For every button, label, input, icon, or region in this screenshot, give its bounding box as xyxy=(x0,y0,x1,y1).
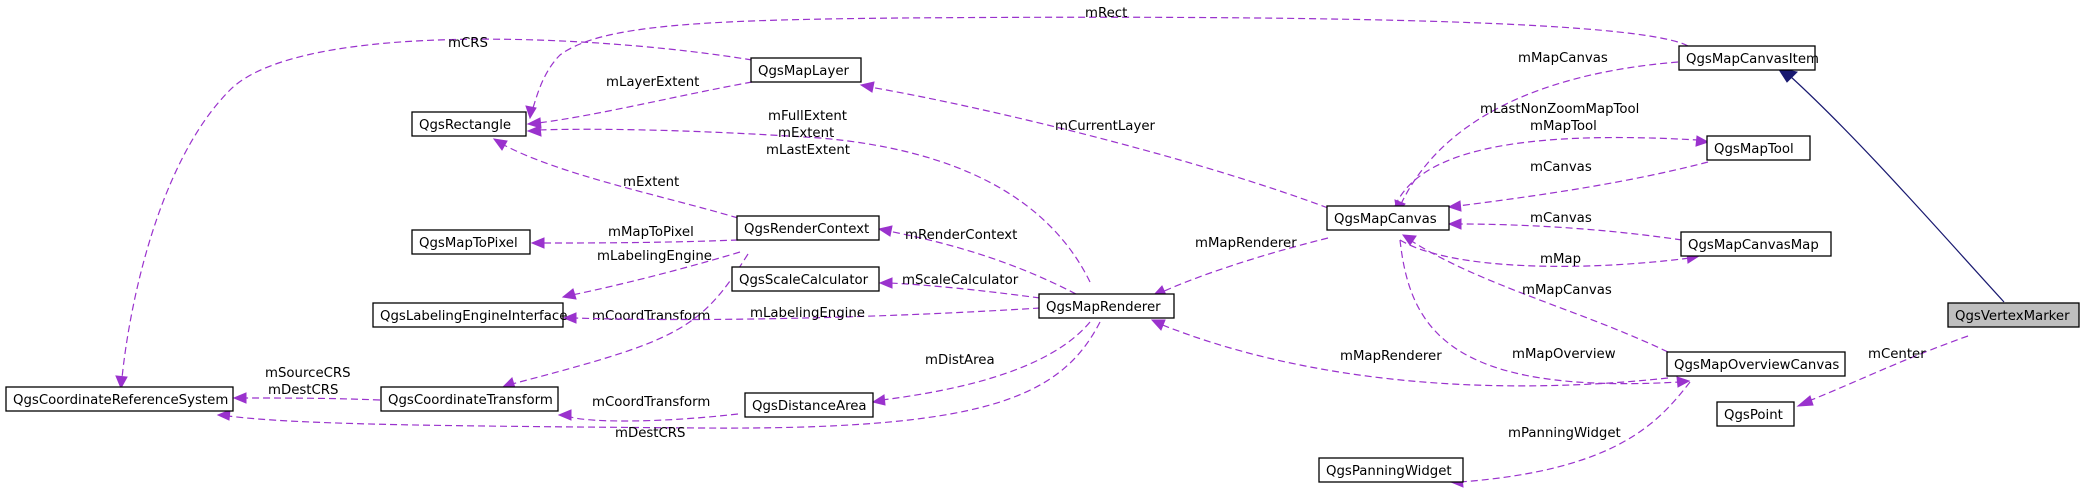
label-mlabelingengine-renderer: mLabelingEngine xyxy=(750,306,865,321)
label-mcanvas-tool: mCanvas xyxy=(1530,160,1592,175)
node-qgspoint[interactable]: QgsPoint xyxy=(1716,401,1795,427)
node-label-qgsmaptool: QgsMapTool xyxy=(1714,142,1794,157)
edge-mcenter: mCenter xyxy=(1796,335,1969,407)
label-mdestcrs-transform: mDestCRS xyxy=(268,383,338,398)
edge-mpanningwidget: mPanningWidget xyxy=(1449,381,1691,488)
label-mlabelingengine-context: mLabelingEngine xyxy=(597,249,712,264)
node-qgsmaplayer[interactable]: QgsMapLayer xyxy=(750,57,862,83)
edge-mmaptopixel: mMapToPixel xyxy=(530,225,739,249)
label-mcoordtransform-context: mCoordTransform xyxy=(592,309,710,324)
label-mfullextent: mFullExtent xyxy=(768,109,847,124)
edge-mcoordtransform-context: mCoordTransform xyxy=(501,253,749,389)
edge-mcanvas-map: mCanvas xyxy=(1447,211,1683,241)
label-mmaptopixel: mMapToPixel xyxy=(608,225,694,240)
edge-mrendercontext: mRenderContext xyxy=(877,225,1077,295)
node-label-qgsvertexmarker: QgsVertexMarker xyxy=(1955,309,2070,324)
node-qgsmapoverviewcanvas[interactable]: QgsMapOverviewCanvas xyxy=(1666,351,1846,377)
node-qgsmaptool[interactable]: QgsMapTool xyxy=(1706,135,1811,161)
edge-mfullextent: mFullExtent mExtent mLastExtent xyxy=(526,109,1091,283)
label-mlayerextent: mLayerExtent xyxy=(606,75,699,90)
node-qgsmapcanvasmap[interactable]: QgsMapCanvasMap xyxy=(1680,231,1832,257)
edge-mcoordtransform-distance: mCoordTransform xyxy=(557,395,739,422)
edge-inherit-mapcanvasitem xyxy=(1776,67,2005,303)
label-mextent-renderer: mExtent xyxy=(778,126,834,141)
node-label-qgsmaptopixel: QgsMapToPixel xyxy=(419,236,518,251)
label-mdestcrs-renderer: mDestCRS xyxy=(615,426,685,441)
node-label-qgscoordinatereferencesystem: QgsCoordinateReferenceSystem xyxy=(13,393,228,408)
node-label-qgsdistancearea: QgsDistanceArea xyxy=(752,399,867,414)
node-label-qgsmapoverviewcanvas: QgsMapOverviewCanvas xyxy=(1674,358,1839,373)
label-mpanningwidget: mPanningWidget xyxy=(1508,426,1621,441)
node-label-qgsrectangle: QgsRectangle xyxy=(419,118,511,133)
edge-mscalecalculator: mScaleCalculator xyxy=(878,273,1041,299)
label-mrendercontext: mRenderContext xyxy=(905,228,1017,243)
label-mdistarea: mDistArea xyxy=(925,353,995,368)
label-mcrs: mCRS xyxy=(448,36,488,51)
edge-mlabelingengine-context: mLabelingEngine xyxy=(561,249,741,300)
label-mcoordtransform-distance: mCoordTransform xyxy=(592,395,710,410)
edge-mextent-context: mExtent xyxy=(492,138,739,219)
edge-mcrs: mCRS xyxy=(115,36,753,390)
node-qgsmaptopixel[interactable]: QgsMapToPixel xyxy=(411,229,531,255)
node-qgsdistancearea[interactable]: QgsDistanceArea xyxy=(744,392,874,418)
node-qgsrectangle[interactable]: QgsRectangle xyxy=(411,111,527,137)
label-mlastnonzoommaptool: mLastNonZoomMapTool xyxy=(1480,102,1639,117)
edge-mcurrentlayer: mCurrentLayer xyxy=(859,81,1329,209)
node-qgsrendercontext[interactable]: QgsRenderContext xyxy=(736,215,880,241)
label-mextent-context: mExtent xyxy=(623,175,679,190)
label-mmaprenderer-canvas: mMapRenderer xyxy=(1195,236,1297,251)
node-label-qgsmaprenderer: QgsMapRenderer xyxy=(1046,300,1161,315)
node-qgscoordinatereferencesystem[interactable]: QgsCoordinateReferenceSystem xyxy=(5,386,234,412)
edge-mdistarea: mDistArea xyxy=(871,321,1091,406)
edge-mmap: mMap xyxy=(1399,239,1701,267)
node-label-qgspanningwidget: QgsPanningWidget xyxy=(1326,464,1452,479)
node-label-qgsmapcanvasmap: QgsMapCanvasMap xyxy=(1688,238,1819,253)
node-qgscoordinatetransform[interactable]: QgsCoordinateTransform xyxy=(380,386,559,412)
label-mmaptool: mMapTool xyxy=(1530,119,1597,134)
node-label-qgsmaplayer: QgsMapLayer xyxy=(758,64,850,79)
edge-mmaptool: mLastNonZoomMapTool mMapTool xyxy=(1394,102,1710,207)
node-qgsmaprenderer[interactable]: QgsMapRenderer xyxy=(1038,293,1175,319)
edge-mrect: mRect xyxy=(525,6,1689,120)
node-label-qgscoordinatetransform: QgsCoordinateTransform xyxy=(388,393,553,408)
edge-mdestcrs-renderer: mDestCRS xyxy=(216,321,1101,441)
edge-mcanvas-tool: mCanvas xyxy=(1447,160,1709,212)
label-mlastextent: mLastExtent xyxy=(766,143,850,158)
label-mmap: mMap xyxy=(1540,252,1581,267)
node-qgspanningwidget[interactable]: QgsPanningWidget xyxy=(1318,457,1464,483)
edge-mmaprenderer-canvas: mMapRenderer xyxy=(1151,236,1329,297)
label-mcanvas-map: mCanvas xyxy=(1530,211,1592,226)
node-qgsscalecalculator[interactable]: QgsScaleCalculator xyxy=(731,266,880,292)
node-qgsmapcanvas[interactable]: QgsMapCanvas xyxy=(1326,205,1450,231)
edge-mmapoverview: mMapOverview xyxy=(1399,239,1691,388)
edge-msourcecrs: mSourceCRS mDestCRS xyxy=(232,366,381,404)
edge-mmaprenderer-overview: mMapRenderer xyxy=(1150,319,1669,387)
node-qgslabelingengineinterface[interactable]: QgsLabelingEngineInterface xyxy=(372,302,567,328)
node-qgsmapcanvasitem[interactable]: QgsMapCanvasItem xyxy=(1678,45,1819,71)
node-label-qgspoint: QgsPoint xyxy=(1724,408,1783,423)
label-mscalecalculator: mScaleCalculator xyxy=(902,273,1019,288)
edge-mlabelingengine-renderer: mLabelingEngine xyxy=(562,306,1041,324)
edge-mmapcanvas-overview: mMapCanvas xyxy=(1401,234,1669,353)
node-label-qgsrendercontext: QgsRenderContext xyxy=(744,222,869,237)
label-mcenter: mCenter xyxy=(1868,347,1926,362)
node-label-qgsmapcanvas: QgsMapCanvas xyxy=(1334,212,1437,227)
label-mrect: mRect xyxy=(1085,6,1127,21)
node-qgsvertexmarker[interactable]: QgsVertexMarker xyxy=(1947,302,2080,328)
label-mmapcanvas-item: mMapCanvas xyxy=(1518,51,1608,66)
label-mmapcanvas-overview: mMapCanvas xyxy=(1522,283,1612,298)
node-label-qgslabelingengineinterface: QgsLabelingEngineInterface xyxy=(380,309,567,324)
label-mmaprenderer-overview: mMapRenderer xyxy=(1340,349,1442,364)
label-msourcecrs: mSourceCRS xyxy=(265,366,351,381)
node-label-qgsscalecalculator: QgsScaleCalculator xyxy=(739,273,869,288)
node-label-qgsmapcanvasitem: QgsMapCanvasItem xyxy=(1686,52,1819,67)
label-mmapoverview: mMapOverview xyxy=(1512,347,1616,362)
label-mcurrentlayer: mCurrentLayer xyxy=(1055,119,1155,134)
edge-mlayerextent: mLayerExtent xyxy=(526,75,753,129)
